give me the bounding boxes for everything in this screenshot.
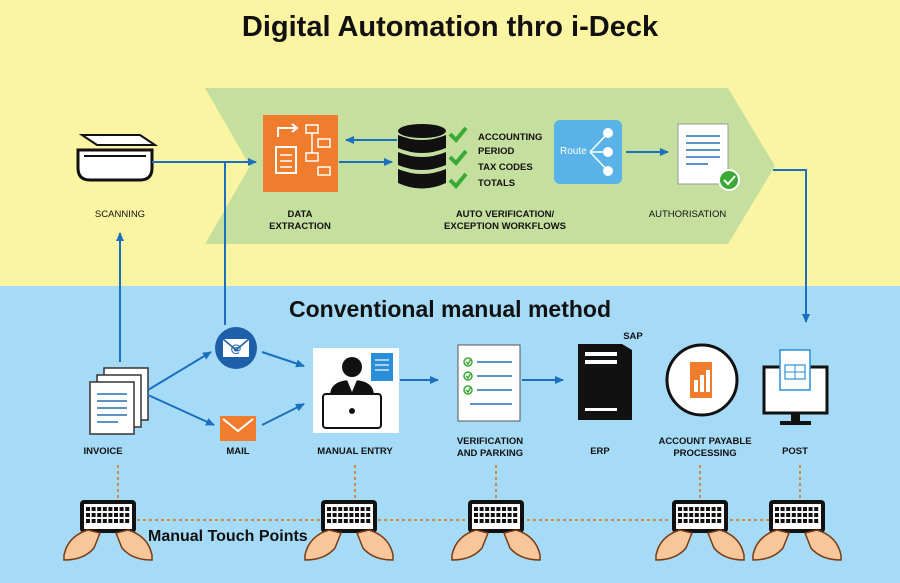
data-extraction-line1: DATA — [287, 209, 313, 220]
scanning-label: SCANNING — [94, 209, 146, 220]
erp-label: ERP — [590, 446, 610, 457]
manual-entry-label: MANUAL ENTRY — [317, 446, 393, 457]
sap-label: SAP — [623, 331, 643, 342]
invoice-label: INVOICE — [83, 446, 123, 457]
receipt-chart-icon — [665, 343, 739, 417]
monitor-spreadsheet-icon — [762, 349, 829, 425]
check-period: PERIOD — [478, 146, 515, 157]
verification-line1: VERIFICATION — [456, 436, 524, 447]
data-extraction-icon — [263, 115, 338, 192]
person-at-computer-icon — [313, 348, 399, 433]
svg-text:@: @ — [231, 342, 242, 355]
hands-on-keyboard-icon — [63, 500, 153, 561]
database-icon — [398, 124, 446, 189]
mail-label: MAIL — [226, 446, 250, 457]
hands-on-keyboard-icon — [655, 500, 745, 561]
post-label: POST — [782, 446, 808, 457]
check-accounting: ACCOUNTING — [478, 132, 543, 143]
scanner-icon — [76, 134, 159, 182]
invoice-stack-icon — [89, 367, 149, 435]
verification-label: VERIFICATION AND PARKING — [440, 436, 540, 460]
route-icon — [554, 120, 622, 184]
auto-verification-label: AUTO VERIFICATION/ EXCEPTION WORKFLOWS — [430, 209, 580, 233]
document-approved-icon — [677, 123, 740, 191]
auto-verif-line2: EXCEPTION WORKFLOWS — [444, 221, 566, 232]
mail-envelope-icon — [220, 416, 256, 441]
data-extraction-label: DATA EXTRACTION — [250, 209, 350, 233]
touch-point-connectors — [117, 465, 801, 521]
auto-verif-line1: AUTO VERIFICATION/ — [455, 209, 555, 220]
page-title: Digital Automation thro i-Deck — [241, 11, 659, 43]
verification-line2: AND PARKING — [456, 448, 524, 459]
check-list-text: ACCOUNTING PERIOD TAX CODES TOTALS — [478, 131, 568, 191]
automation-chevron — [205, 88, 775, 244]
ap-line1: ACCOUNT PAYABLE — [658, 436, 752, 447]
check-tax-codes: TAX CODES — [478, 162, 533, 173]
section-subtitle: Conventional manual method — [288, 296, 612, 322]
authorisation-label: AUTHORISATION — [648, 209, 727, 220]
hands-on-keyboard-icon — [304, 500, 394, 561]
route-label: Route — [560, 146, 587, 157]
manual-touch-points-label: Manual Touch Points — [148, 528, 308, 545]
checkmark-icon — [448, 126, 468, 189]
hands-on-keyboard-icon — [752, 500, 842, 561]
ap-line2: PROCESSING — [673, 448, 737, 459]
manual-method-band — [0, 286, 900, 583]
check-totals: TOTALS — [478, 178, 516, 189]
email-at-icon: @ — [215, 327, 257, 369]
account-payable-label: ACCOUNT PAYABLE PROCESSING — [650, 436, 760, 460]
hands-on-keyboard-icon — [451, 500, 541, 561]
data-extraction-line2: EXTRACTION — [269, 221, 331, 232]
checklist-icon — [457, 344, 521, 422]
server-tower-icon — [578, 344, 632, 420]
hands-on-keyboard-icon — [63, 500, 842, 561]
